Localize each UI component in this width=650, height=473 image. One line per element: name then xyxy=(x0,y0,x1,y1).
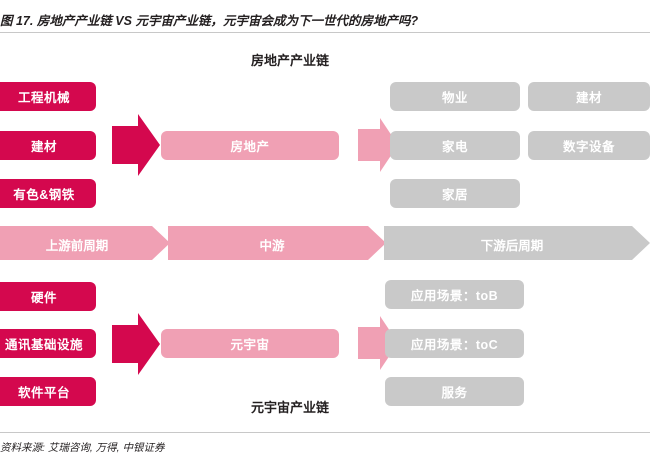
figure-source: 资料来源: 艾瑞咨询, 万得, 中银证券 xyxy=(0,442,165,454)
re-midstream-item-0[interactable]: 房地产 xyxy=(161,131,339,160)
heading-metaverse-chain: 元宇宙产业链 xyxy=(250,400,329,415)
re-downstream-label-2: 家电 xyxy=(441,140,468,154)
mv-downstream-label-1: 应用场景：toC xyxy=(410,338,499,352)
band-downstream-label: 下游后周期 xyxy=(480,239,544,253)
mv-downstream-item-2[interactable]: 服务 xyxy=(385,377,524,406)
heading-real-estate-chain: 房地产产业链 xyxy=(250,53,329,68)
mv-downstream-item-1[interactable]: 应用场景：toC xyxy=(385,329,524,358)
mv-downstream-item-0[interactable]: 应用场景：toB xyxy=(385,280,524,309)
re-upstream-item-2[interactable]: 有色&钢铁 xyxy=(0,179,96,208)
re-upstream-item-1[interactable]: 建材 xyxy=(0,131,96,160)
title-divider xyxy=(0,32,650,33)
re-midstream-label-0: 房地产 xyxy=(230,140,270,154)
re-downstream-label-3: 数字设备 xyxy=(562,140,615,154)
band-midstream xyxy=(168,226,386,260)
mv-midstream-label-0: 元宇宙 xyxy=(230,338,270,352)
re-downstream-label-1: 建材 xyxy=(575,91,602,105)
mv-upstream-item-0[interactable]: 硬件 xyxy=(0,282,96,311)
re-downstream-item-4[interactable]: 家居 xyxy=(390,179,520,208)
mv-upstream-label-1: 通讯基础设施 xyxy=(4,338,83,352)
band-upstream-label: 上游前周期 xyxy=(45,239,109,253)
mv-upstream-label-2: 软件平台 xyxy=(17,386,70,400)
re-arrow-midstream-to-downstream xyxy=(358,118,398,172)
re-upstream-label-1: 建材 xyxy=(30,140,57,154)
mv-downstream-label-0: 应用场景：toB xyxy=(410,289,499,303)
band-downstream xyxy=(384,226,650,260)
re-downstream-item-1[interactable]: 建材 xyxy=(528,82,650,111)
mv-upstream-item-2[interactable]: 软件平台 xyxy=(0,377,96,406)
re-arrow-upstream-to-midstream xyxy=(112,114,160,176)
re-upstream-label-0: 工程机械 xyxy=(17,91,70,105)
re-upstream-label-2: 有色&钢铁 xyxy=(13,188,75,202)
re-downstream-label-0: 物业 xyxy=(441,91,468,105)
band-upstream xyxy=(0,226,170,260)
re-downstream-item-3[interactable]: 数字设备 xyxy=(528,131,650,160)
mv-arrow-upstream-to-midstream xyxy=(112,313,160,375)
figure-title: 图 17. 房地产产业链 VS 元宇宙产业链，元宇宙会成为下一世代的房地产吗? xyxy=(0,14,419,28)
mv-midstream-item-0[interactable]: 元宇宙 xyxy=(161,329,339,358)
mv-upstream-item-1[interactable]: 通讯基础设施 xyxy=(0,329,96,358)
re-downstream-item-2[interactable]: 家电 xyxy=(390,131,520,160)
mv-downstream-label-2: 服务 xyxy=(441,386,468,400)
band-midstream-label: 中游 xyxy=(259,239,285,253)
re-downstream-item-0[interactable]: 物业 xyxy=(390,82,520,111)
mv-upstream-label-0: 硬件 xyxy=(30,291,57,305)
re-downstream-label-4: 家居 xyxy=(441,188,468,202)
source-divider xyxy=(0,432,650,433)
re-upstream-item-0[interactable]: 工程机械 xyxy=(0,82,96,111)
